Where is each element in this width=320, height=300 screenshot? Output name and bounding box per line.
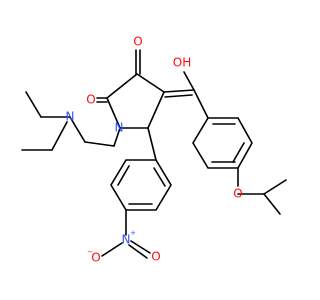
bond (163, 89, 195, 93)
bond (183, 71, 195, 91)
bond (232, 142, 245, 163)
atom-hydroxyl-oxygen: OH (173, 56, 191, 70)
bond (164, 94, 193, 98)
molecule-diagram: O O OH N N O N + O − O (21, 34, 287, 265)
bond (69, 116, 86, 143)
bond (193, 89, 209, 119)
bond (84, 141, 115, 147)
atom-nitro-oxygen-left: O (91, 251, 100, 265)
bond (147, 127, 157, 161)
bond (147, 91, 165, 129)
atom-ether-oxygen: O (233, 187, 242, 201)
chemical-structure: O O OH N N O N + O − O (21, 35, 287, 265)
bond (117, 165, 130, 186)
atom-nitro-oxygen-right: O (151, 250, 160, 264)
bond (25, 91, 42, 118)
bond (106, 73, 138, 99)
bond (101, 242, 123, 257)
atom-nitro-nitrogen: N (122, 233, 131, 247)
nitro-oxygen-left-charge: − (87, 248, 93, 256)
bond (153, 167, 166, 187)
bond (106, 97, 121, 129)
ring-bonds (110, 159, 172, 211)
bond (263, 179, 287, 195)
bond (130, 240, 151, 254)
atom-amine-nitrogen: N (66, 110, 75, 124)
bond (128, 244, 148, 259)
bond (263, 193, 281, 215)
bond (113, 127, 121, 147)
bond (136, 73, 165, 93)
nitro-nitrogen-charge: + (130, 229, 136, 237)
bond (51, 121, 68, 151)
atom-ketone-oxygen: O (133, 35, 142, 49)
atom-ring-nitrogen: N (115, 121, 124, 135)
atom-carbonyl-oxygen: O (86, 93, 95, 107)
